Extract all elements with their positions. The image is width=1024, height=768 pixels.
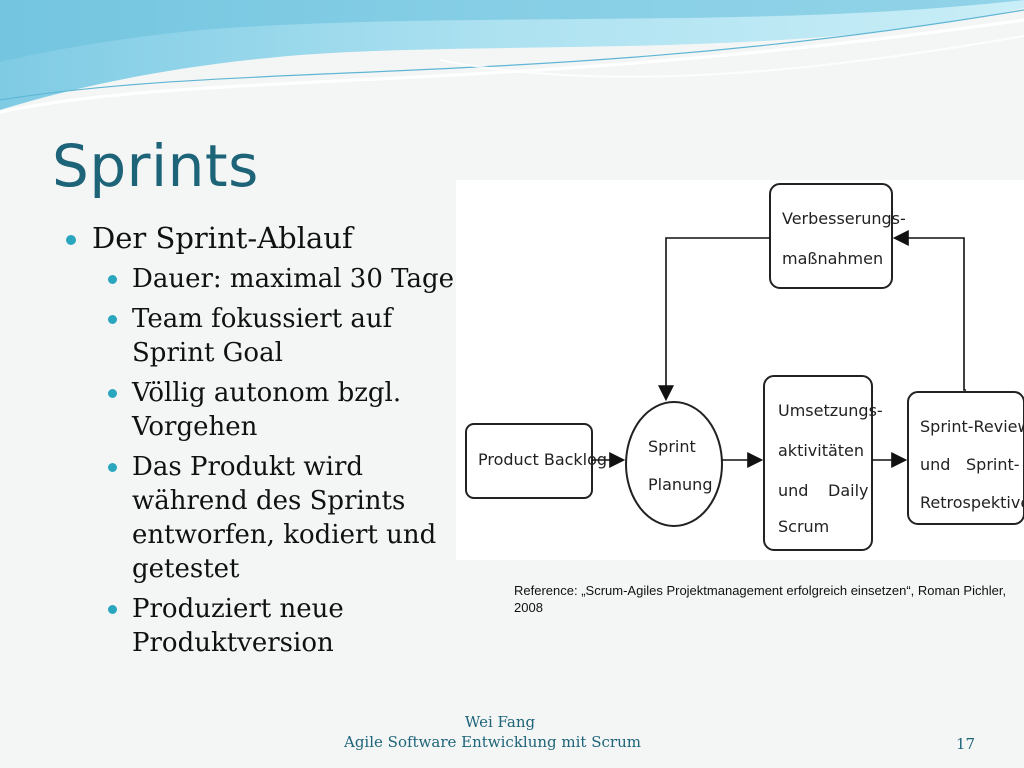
bullet-sub-text: Dauer: maximal 30 Tage — [132, 264, 455, 294]
sprint-flow-svg: Product Backlog Sprint Planung Umsetzung… — [465, 183, 1024, 551]
bullet-sub-text: Das Produkt wird während des Sprints ent… — [132, 452, 437, 584]
product-backlog-box — [465, 423, 593, 499]
umsetzung-label-1: Umsetzungs- — [778, 401, 883, 420]
footer-course-title: Agile Software Entwicklung mit Scrum — [344, 733, 641, 751]
bullet-sub-text: Völlig autonom bzgl. Vorgehen — [132, 378, 402, 442]
umsetzung-label-3a: und — [778, 481, 808, 500]
bullet-sub-item: Völlig autonom bzgl. Vorgehen — [104, 376, 454, 444]
arrow-verbesserung-to-planung — [658, 237, 770, 402]
review-label-2b: Sprint- — [966, 455, 1020, 474]
verbesserung-label-1: Verbesserungs- — [782, 209, 906, 228]
review-label-2a: und — [920, 455, 950, 474]
sprint-flow-diagram: Product Backlog Sprint Planung Umsetzung… — [456, 180, 1024, 560]
bullet-sub-item: Dauer: maximal 30 Tage — [104, 262, 454, 296]
bullet-sub-text: Produziert neue Produktversion — [132, 594, 344, 658]
reference-note: Reference: „Scrum-Agiles Projektmanageme… — [514, 583, 1007, 615]
bullet-dot-icon — [108, 463, 117, 472]
sprint-planung-circle — [625, 401, 723, 527]
page-number: 17 — [956, 735, 976, 753]
verbesserung-label-2: maßnahmen — [782, 249, 883, 268]
bullet-sub-item: Das Produkt wird während des Sprints ent… — [104, 450, 454, 586]
review-label-1: Sprint-Review — [920, 417, 1024, 436]
review-label-3: Retrospektive — [920, 493, 1024, 512]
product-backlog-label: Product Backlog — [478, 450, 607, 469]
bullet-list: Der Sprint-Ablauf Dauer: maximal 30 Tage… — [64, 220, 454, 666]
arrow-review-to-verbesserung — [892, 230, 966, 391]
footer-author: Wei Fang — [464, 713, 536, 731]
bullet-dot-icon — [108, 605, 117, 614]
bullet-dot-icon — [108, 275, 117, 284]
bullet-sub-text: Team fokussiert auf Sprint Goal — [132, 304, 393, 368]
bullet-dot-icon — [108, 315, 117, 324]
bullet-sub-item: Team fokussiert auf Sprint Goal — [104, 302, 454, 370]
bullet-main: Der Sprint-Ablauf — [64, 220, 454, 256]
bullet-dot-icon — [66, 235, 76, 245]
sprint-review-box — [907, 391, 1024, 525]
sprint-planung-label-2: Planung — [648, 475, 712, 494]
bullet-sub-item: Produziert neue Produktversion — [104, 592, 454, 660]
bullet-dot-icon — [108, 389, 117, 398]
umsetzung-label-4: Scrum — [778, 517, 829, 536]
bullet-main-text: Der Sprint-Ablauf — [92, 221, 353, 255]
verbesserung-box — [769, 183, 893, 289]
slide-title: Sprints — [52, 132, 259, 200]
umsetzung-box — [763, 375, 873, 551]
umsetzung-label-2: aktivitäten — [778, 441, 864, 460]
umsetzung-label-3b: Daily — [828, 481, 868, 500]
header-wave-decoration — [0, 0, 1024, 114]
sprint-planung-label-1: Sprint — [648, 437, 696, 456]
